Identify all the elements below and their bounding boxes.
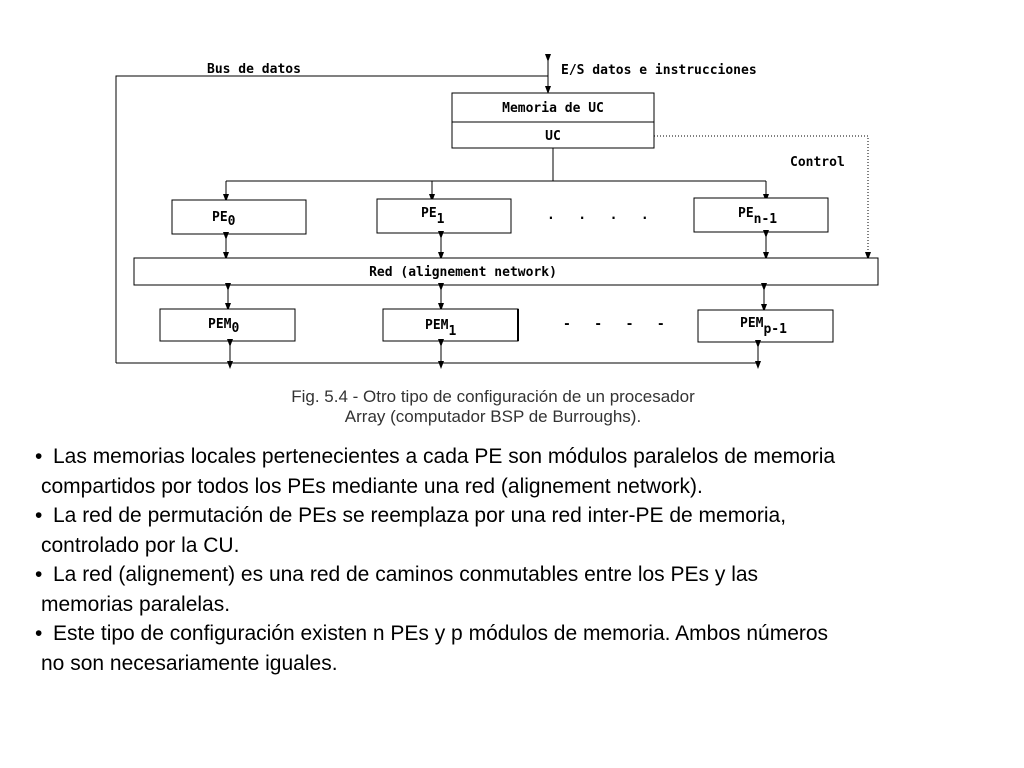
alignment-network bbox=[133, 257, 879, 286]
bullet-line-continued: no son necesariamente iguales. bbox=[41, 651, 338, 675]
bullet-line: La red (alignement) es una red de camino… bbox=[53, 563, 759, 586]
bullet-line: Este tipo de configuración existen n PEs… bbox=[53, 622, 829, 645]
cu-label: UC bbox=[545, 129, 561, 144]
pem-1-sub: 1 bbox=[448, 324, 456, 339]
broadcast-line bbox=[223, 148, 769, 202]
bullet-line-continued: compartidos por todos los PEs mediante u… bbox=[41, 474, 703, 498]
pe-1-sub: 1 bbox=[437, 212, 445, 227]
pem-p-1-sub: p-1 bbox=[763, 322, 787, 337]
pe-0-sub: 0 bbox=[228, 214, 236, 229]
pem-ellipsis: - - - - bbox=[563, 317, 665, 332]
bullet-item: La red de permutación de PEs se reemplaz… bbox=[35, 501, 1020, 560]
bullet-item: Las memorias locales pertenecientes a ca… bbox=[35, 442, 1020, 501]
control-label: Control bbox=[790, 155, 845, 170]
figure-caption-line-1: Fig. 5.4 - Otro tipo de configuración de… bbox=[291, 387, 695, 406]
pem-0-sub: 0 bbox=[231, 321, 239, 336]
bullet-line-continued: memorias paralelas. bbox=[41, 592, 231, 616]
io-label: E/S datos e instrucciones bbox=[561, 63, 757, 78]
array-processor-diagram: Bus de datos E/S datos e instrucciones M… bbox=[115, 54, 879, 369]
pe-network-arrows bbox=[223, 230, 769, 260]
pe-ellipsis: . . . . bbox=[547, 208, 649, 223]
svg-text:PE1: PE1 bbox=[421, 206, 445, 227]
pe-0: PE0 bbox=[171, 199, 307, 235]
cu-memory-label: Memoria de UC bbox=[502, 101, 604, 116]
pem-1: PEM1 bbox=[382, 308, 519, 342]
svg-text:PEMp-1: PEMp-1 bbox=[740, 316, 787, 337]
pem-p-1-base: PEM bbox=[740, 316, 764, 331]
pe-n-1-base: PE bbox=[738, 206, 754, 221]
pe-0-base: PE bbox=[212, 210, 228, 225]
control-line bbox=[654, 135, 871, 260]
bullet-item: Este tipo de configuración existen n PEs… bbox=[35, 619, 1020, 678]
pem-p-1: PEMp-1 bbox=[697, 309, 834, 343]
svg-text:PEM0: PEM0 bbox=[208, 317, 239, 336]
pem-bus-arrows bbox=[227, 339, 761, 369]
bullet-line: Las memorias locales pertenecientes a ca… bbox=[53, 445, 836, 468]
figure-caption-line-2: Array (computador BSP de Burroughs). bbox=[344, 407, 642, 426]
control-unit-block bbox=[451, 92, 655, 149]
pe-n-1-sub: n-1 bbox=[754, 212, 778, 227]
bullet-line: La red de permutación de PEs se reemplaz… bbox=[53, 504, 787, 527]
bullet-list: Las memorias locales pertenecientes a ca… bbox=[35, 442, 1020, 678]
pem-0: PEM0 bbox=[159, 308, 296, 342]
network-pem-arrows bbox=[225, 283, 767, 312]
pe-n-1: PEn-1 bbox=[693, 197, 829, 233]
pem-0-base: PEM bbox=[208, 317, 232, 332]
pe-1-base: PE bbox=[421, 206, 437, 221]
bullet-item: La red (alignement) es una red de camino… bbox=[35, 560, 1020, 619]
pem-1-base: PEM bbox=[425, 318, 449, 333]
bullet-line-continued: controlado por la CU. bbox=[41, 533, 240, 557]
pe-1: PE1 bbox=[376, 198, 512, 234]
svg-text:PEn-1: PEn-1 bbox=[738, 206, 777, 227]
svg-text:PE0: PE0 bbox=[212, 210, 236, 229]
data-bus-line bbox=[115, 75, 758, 364]
svg-text:PEM1: PEM1 bbox=[425, 318, 456, 339]
data-bus-label: Bus de datos bbox=[207, 62, 301, 77]
network-label: Red (alignement network) bbox=[369, 265, 557, 280]
